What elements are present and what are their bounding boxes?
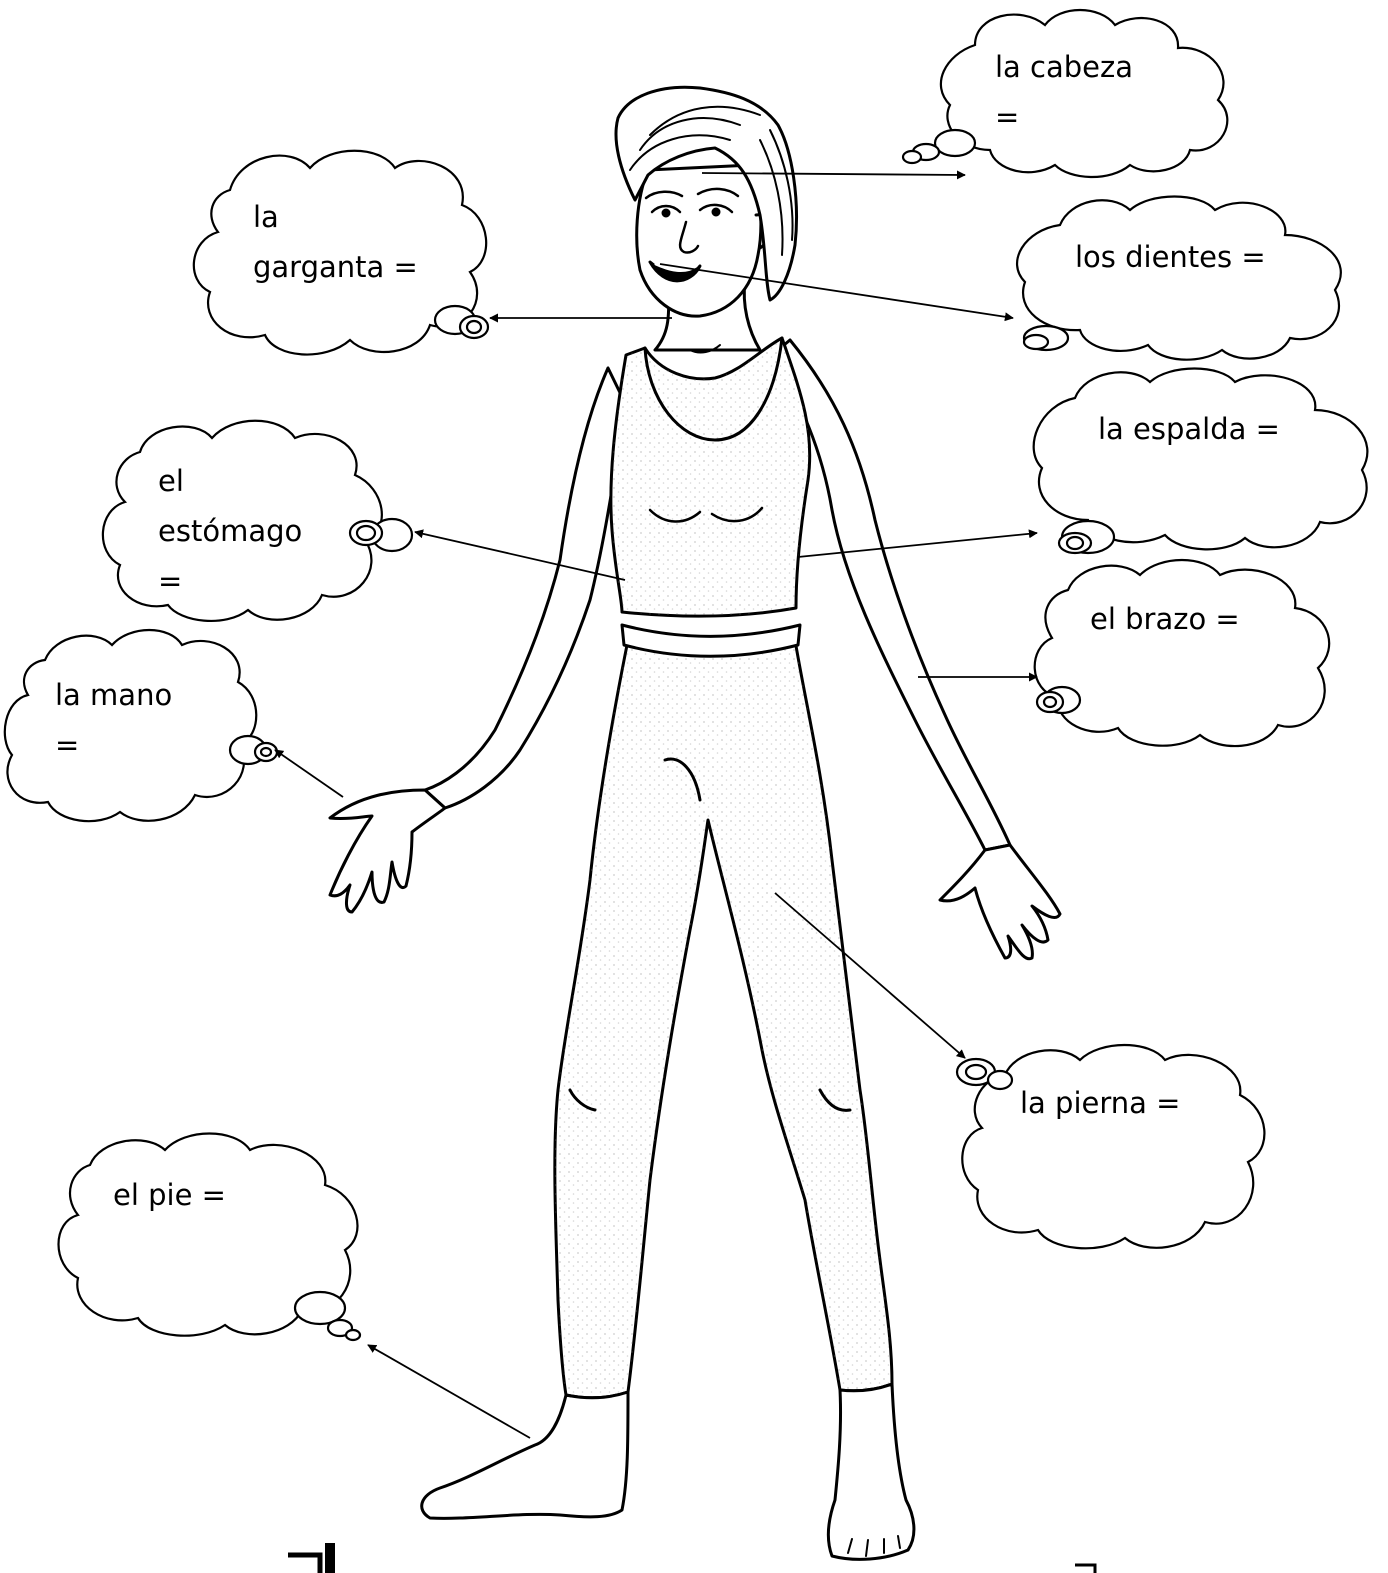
label-line: el brazo =: [1090, 594, 1240, 644]
left-foot: [422, 1392, 628, 1518]
page-corner-marks: [288, 1543, 1095, 1573]
right-foot: [828, 1384, 913, 1559]
cloud-brazo: [1035, 560, 1329, 746]
label-espalda: la espalda =: [1098, 404, 1280, 454]
left-hand: [330, 790, 445, 912]
label-line: garganta =: [253, 242, 418, 292]
label-line: el: [158, 456, 302, 506]
label-brazo: el brazo =: [1090, 594, 1240, 644]
waistband: [622, 625, 800, 656]
label-line: estómago: [158, 506, 302, 556]
label-line: =: [55, 720, 172, 770]
label-line: la espalda =: [1098, 404, 1280, 454]
label-pie: el pie =: [113, 1170, 226, 1220]
label-line: la pierna =: [1020, 1078, 1180, 1128]
arrow-pie: [368, 1345, 530, 1438]
label-line: el pie =: [113, 1170, 226, 1220]
arrow-mano: [275, 750, 343, 797]
label-pierna: la pierna =: [1020, 1078, 1180, 1128]
arrow-espalda: [798, 533, 1037, 557]
label-line: =: [995, 92, 1133, 142]
right-hand: [940, 845, 1060, 959]
label-line: la: [253, 192, 418, 242]
label-garganta: la garganta =: [253, 192, 418, 292]
label-line: la mano: [55, 670, 172, 720]
label-cabeza: la cabeza =: [995, 42, 1133, 142]
label-line: =: [158, 556, 302, 606]
label-estomago: el estómago =: [158, 456, 302, 606]
face: [637, 165, 761, 316]
label-dientes: los dientes =: [1075, 232, 1266, 282]
label-line: la cabeza: [995, 42, 1133, 92]
left-arm: [425, 368, 626, 808]
label-mano: la mano =: [55, 670, 172, 770]
label-line: los dientes =: [1075, 232, 1266, 282]
